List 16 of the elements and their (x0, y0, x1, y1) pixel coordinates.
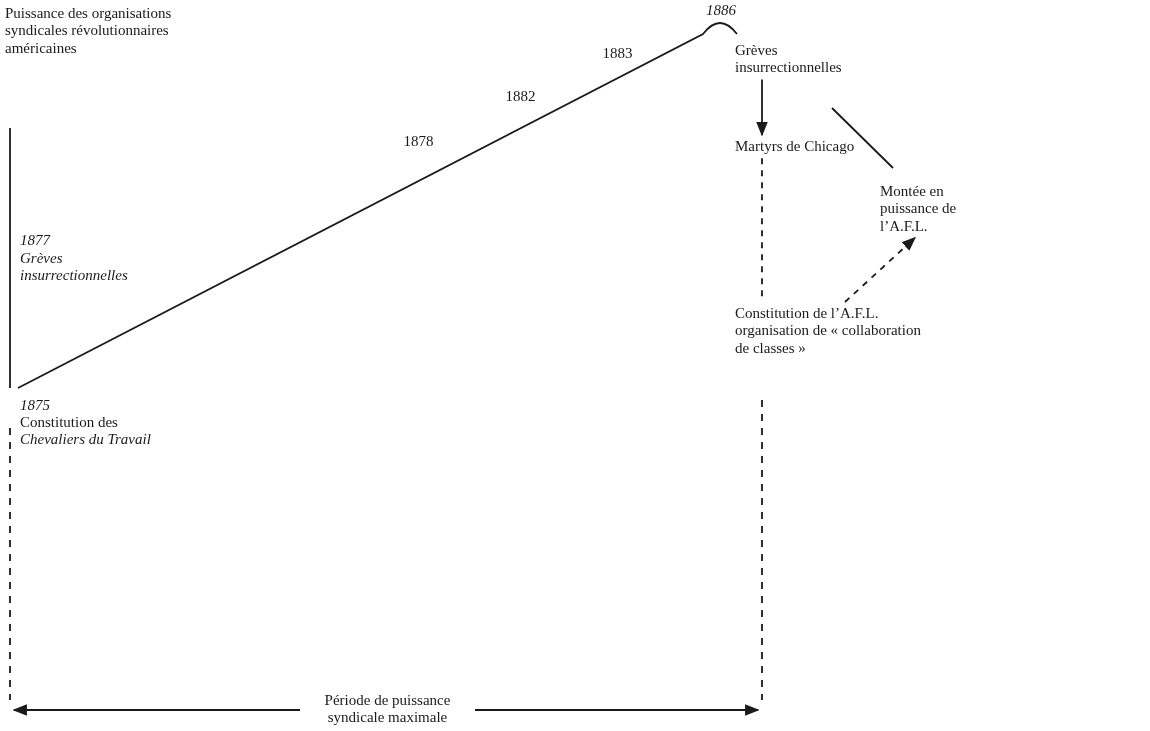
year-label: 1882 (504, 88, 537, 106)
year-label: 1883 (601, 45, 634, 63)
year-label: 1875 (20, 397, 51, 415)
dimension-label: Période de puissance syndicale maximale (300, 692, 475, 727)
event-text: Grèves insurrectionnelles (735, 42, 842, 76)
event-text: Grèves insurrectionnelles (20, 250, 129, 285)
event-text: Constitution des Chevaliers du Travail (20, 414, 152, 449)
year-label: 1878 (402, 133, 435, 151)
event-text: Montée en puissance de l’A.F.L. (880, 183, 957, 234)
event-text: Martyrs de Chicago (735, 138, 855, 154)
year-label: 1886 (706, 2, 737, 20)
arrow (756, 78, 768, 137)
axis-title: Puissance des organisations syndicales révolutionnaires américaines (5, 5, 173, 57)
year-label: 1877 (20, 232, 52, 250)
arrow (844, 236, 917, 303)
event-text: Constitution de l’A.F.L. organisation de « collaboration de classes » (735, 305, 921, 356)
